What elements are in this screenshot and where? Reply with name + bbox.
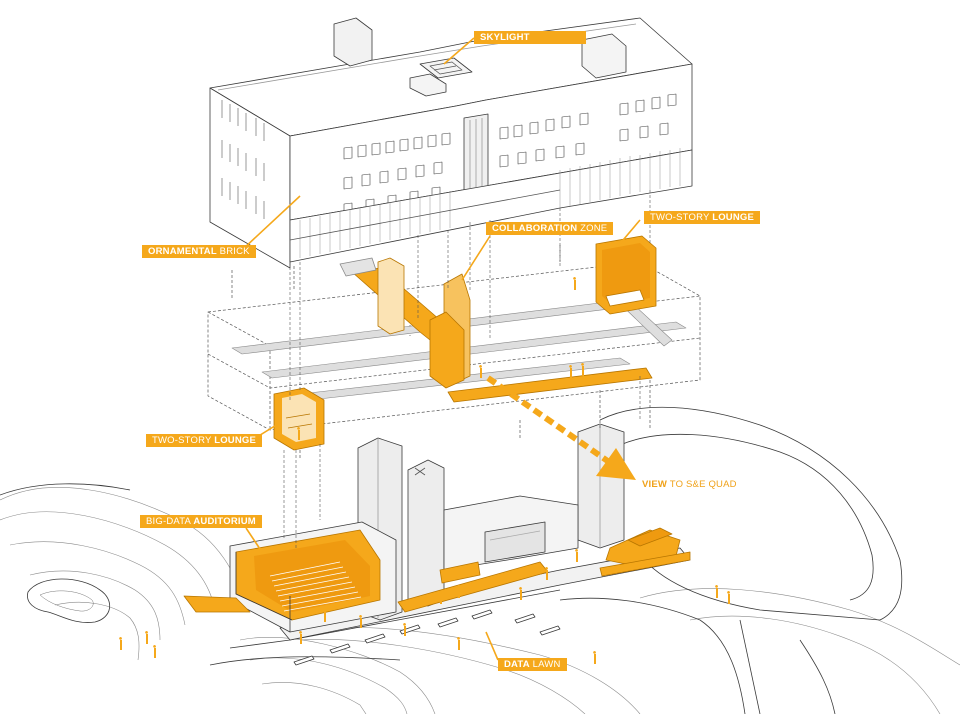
label-two-story-lounge-lower: TWO-STORY LOUNGE [146,434,263,447]
ground-level [183,423,691,666]
label-collaboration-zone: COLLABORATION ZONE [486,222,614,235]
people [119,277,730,664]
curtain-wall-band [289,149,693,263]
label-two-story-lounge-upper: TWO-STORY LOUNGE [644,211,761,224]
label-view-to-quad: VIEW TO S&E QUAD [642,479,737,490]
leader-lines [241,37,641,661]
middle-volume-outline [207,261,701,431]
projection-lines [283,190,651,548]
label-data-lawn: DATA LAWN [498,658,567,671]
south-windows [343,93,677,216]
label-ornamental-brick: ORNAMENTAL BRICK [142,245,256,258]
site-contours [0,487,960,715]
view-arrow [486,375,636,480]
label-big-data-auditorium: BIG-DATA AUDITORIUM [140,515,262,528]
upper-building [209,17,693,269]
benches [293,609,561,666]
tower-middle [407,459,445,607]
label-skylight: SKYLIGHT [474,31,586,44]
middle-level [207,235,701,460]
view-arrowhead [596,448,636,480]
entry-stair [183,595,251,613]
landform-left [27,578,110,623]
west-windows [221,100,265,219]
lower-terrace-strip [447,367,653,403]
site-road [599,406,903,621]
